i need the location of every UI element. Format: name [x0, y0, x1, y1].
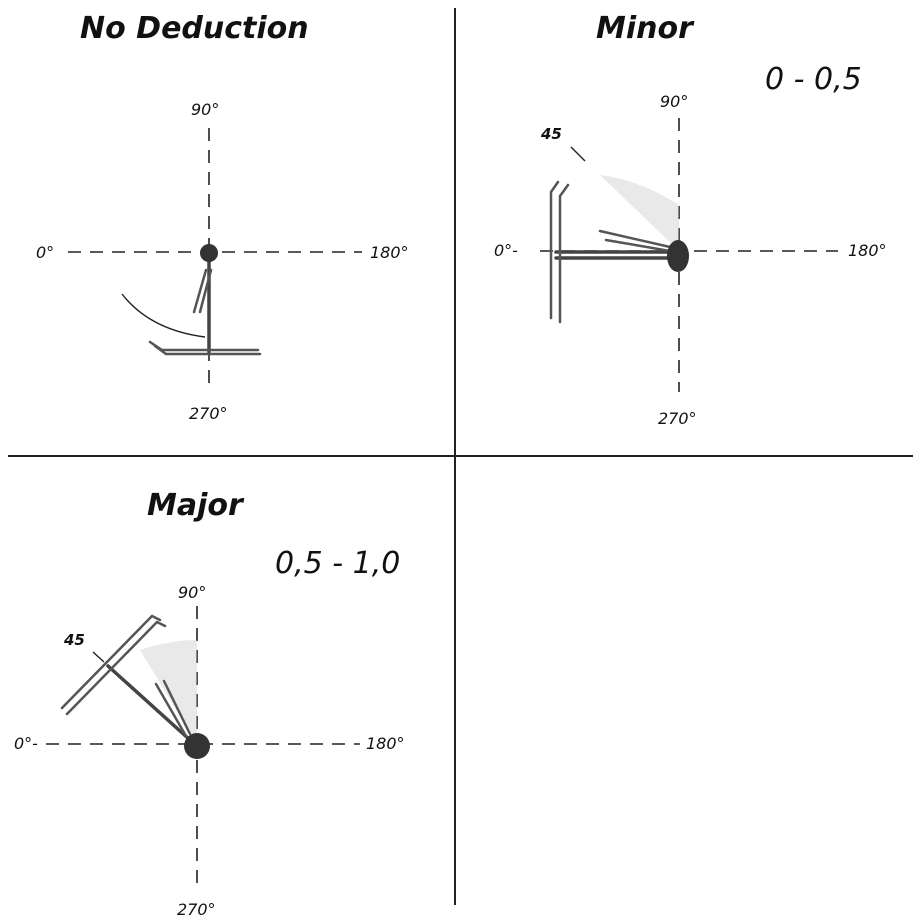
pivot-dot	[667, 240, 689, 272]
label-270-degrees: 270°	[189, 404, 228, 423]
skier-arm	[604, 238, 672, 253]
panel-minor: Minor 0 - 0,5 90° 0°- 180° 270° 45	[494, 11, 887, 428]
panel-title: Minor	[596, 11, 695, 46]
pivot-dot	[184, 733, 210, 759]
skier-arm	[598, 229, 672, 249]
label-180-degrees: 180°	[370, 243, 409, 262]
angle-label-45: 45	[540, 125, 562, 143]
skier-arm	[162, 679, 192, 736]
label-270-degrees: 270°	[658, 409, 697, 428]
panel-title: No Deduction	[80, 11, 309, 46]
ski	[65, 620, 167, 716]
ski	[153, 344, 262, 356]
ski	[148, 340, 260, 352]
label-90-degrees: 90°	[660, 92, 688, 111]
label-0-degrees: 0°-	[14, 734, 38, 753]
label-0-degrees: 0°	[36, 243, 54, 262]
angle-wedge	[600, 175, 679, 251]
angle-pointer	[92, 651, 105, 663]
angle-pointer	[570, 146, 586, 162]
deduction-range: 0,5 - 1,0	[275, 546, 400, 581]
ski	[558, 183, 570, 324]
label-180-degrees: 180°	[366, 734, 405, 753]
label-180-degrees: 180°	[848, 241, 887, 260]
motion-arc	[121, 293, 206, 338]
label-270-degrees: 270°	[177, 900, 216, 919]
pivot-dot	[200, 244, 218, 262]
ski	[60, 614, 162, 710]
skier-arm	[154, 682, 188, 738]
skier-body	[106, 664, 192, 742]
panel-major: Major 0,5 - 1,0 90° 0°- 180° 270° 45	[14, 488, 405, 919]
panel-title: Major	[147, 488, 245, 523]
angle-label-45: 45	[63, 631, 85, 649]
ski	[549, 180, 560, 320]
deduction-range: 0 - 0,5	[765, 62, 862, 97]
label-90-degrees: 90°	[191, 100, 219, 119]
panel-no-deduction: No Deduction 90° 0° 180° 270°	[36, 11, 409, 423]
label-0-degrees: 0°-	[494, 241, 518, 260]
skier-arm	[198, 268, 213, 314]
label-90-degrees: 90°	[178, 583, 206, 602]
skier-arm	[192, 268, 208, 314]
